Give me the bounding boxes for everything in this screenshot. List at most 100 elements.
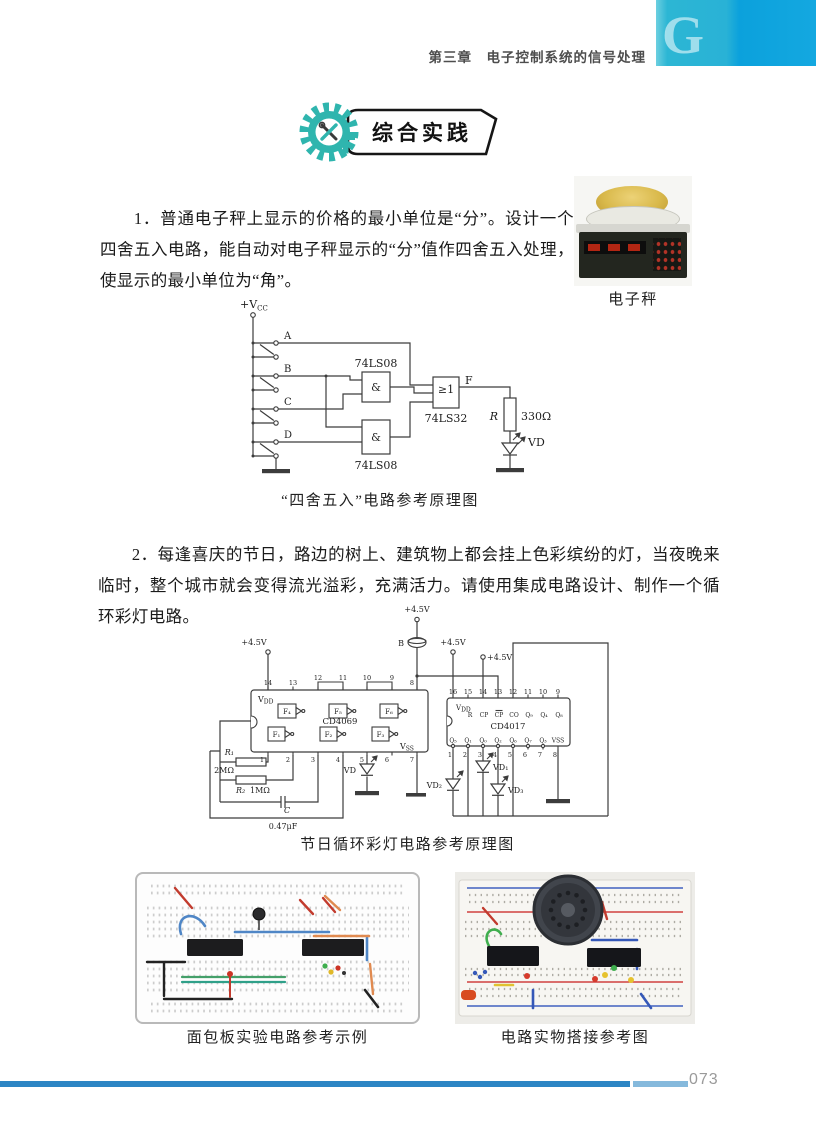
switch-label: B (284, 364, 291, 375)
pin-number: 10 (363, 674, 371, 682)
component-red (461, 990, 476, 1000)
ic-chip-left (187, 939, 243, 956)
jumper-wires (145, 886, 380, 1009)
circuit-photo-drawing (458, 874, 692, 1017)
speaker (532, 874, 604, 946)
switch-a (251, 340, 279, 360)
pin-label: Q₁ (464, 738, 471, 745)
pin-number: 15 (464, 688, 472, 696)
ic2-name: CD4017 (491, 722, 526, 732)
and1-symbol: & (371, 381, 381, 394)
circuit-photo-caption: 电路实物搭接参考图 (500, 1030, 650, 1046)
capacitor-component (252, 907, 266, 930)
switch-label: C (284, 397, 292, 408)
r1-value: 2MΩ (214, 766, 234, 775)
led-label: VD₁ (492, 763, 508, 772)
pin-number: 2 (463, 751, 467, 759)
switch-c (251, 406, 279, 426)
supply-label: +4.5V (440, 638, 465, 647)
ic-chip-left (487, 946, 539, 966)
pin-label: R (468, 712, 473, 719)
inverter-label: F₅ (334, 708, 342, 716)
led-vd-main (358, 755, 378, 776)
inverter-label: F₁ (273, 731, 281, 739)
pin-number: 9 (390, 674, 394, 682)
ic-notch (446, 715, 453, 727)
display-digit (608, 244, 620, 251)
page-number: 073 (689, 1071, 719, 1088)
led-chaser-schematic: +4.5V +4.5V +4.5V +4.5V B VDD VSS CD4069… (209, 605, 609, 831)
pin-number: 3 (478, 751, 482, 759)
and-gate-1 (361, 371, 391, 403)
badge-label: 综合实践 (372, 121, 472, 145)
breadboard-illustration-caption: 面包板实验电路参考示例 (186, 1030, 369, 1046)
supply-label: +4.5V (241, 638, 266, 647)
led-label: VD₂ (426, 781, 442, 790)
led-vd1 (474, 752, 494, 773)
pin-number: 12 (314, 674, 322, 682)
problem-2-text: 2．每逢喜庆的节日，路边的树上、建筑物上都会挂上色彩缤纷的灯，当夜晚来临时，整个… (98, 539, 720, 632)
switch-label: D (284, 430, 292, 441)
r1-name: R₁ (224, 748, 234, 757)
gear-tools-icon (299, 102, 359, 162)
scale-body (579, 232, 687, 278)
buzzer-label: B (398, 639, 404, 648)
pin-number: 14 (264, 679, 272, 687)
pin-label: Q₅ (449, 738, 457, 745)
scale-keypad (653, 238, 681, 271)
pin-number: 4 (336, 756, 340, 764)
circuit1-wires (250, 312, 511, 474)
inverter-label: F₂ (325, 731, 333, 739)
resistor-r2 (235, 775, 267, 785)
pin-label: CP (480, 712, 489, 719)
and1-chip-label: 74LS08 (355, 357, 398, 370)
or-chip-label: 74LS32 (425, 412, 468, 425)
pin-number: 6 (385, 756, 389, 764)
pin-number: 11 (339, 674, 347, 682)
inverter-label: F₃ (377, 731, 385, 739)
ic1-inverters (267, 703, 408, 742)
pin-label: Q₄ (540, 712, 548, 719)
scale-photo-caption: 电子秤 (608, 292, 658, 308)
breadboard-holes (465, 893, 685, 998)
switch-label: A (283, 331, 292, 342)
inverter-label: F₄ (283, 708, 291, 716)
pin-number: 13 (494, 688, 502, 696)
and2-symbol: & (371, 431, 381, 444)
screwdriver-icon (320, 123, 338, 141)
ground-symbol (355, 791, 379, 796)
pin-number: 11 (524, 688, 532, 696)
pin-number: 13 (289, 679, 297, 687)
ic1-name: CD4069 (323, 717, 358, 727)
pin-number: 5 (360, 756, 364, 764)
cap-value: 0.47μF (269, 822, 298, 831)
pin-label: Q₂ (494, 738, 502, 745)
circuit-photo (455, 872, 695, 1024)
scale-display (584, 241, 646, 254)
pin-number: 7 (538, 751, 542, 759)
resistor-name: R (489, 410, 498, 423)
pin-number: 4 (493, 751, 497, 759)
led-vd2 (444, 770, 464, 791)
display-digit (628, 244, 640, 251)
pin-number: 6 (523, 751, 527, 759)
switch-d (251, 439, 279, 459)
resistor-body (503, 397, 517, 432)
ic1-vss: VSS (399, 742, 414, 753)
pin-number: 1 (448, 751, 452, 759)
output-f-label: F (465, 374, 473, 387)
pin-label: Q₃ (539, 738, 547, 745)
pin-label: Q₉ (525, 712, 533, 719)
ic2-vdd: VDD (455, 704, 471, 714)
pin-number: 16 (449, 688, 457, 696)
pin-number: 8 (410, 679, 414, 687)
vcc-label: +VCC (240, 298, 268, 313)
led-label: VD₃ (507, 786, 523, 795)
corner-logo-letter: G (662, 5, 705, 65)
supply-label: +4.5V (404, 605, 429, 614)
or-symbol: ≥1 (438, 383, 454, 396)
pin-label: CP (495, 712, 504, 719)
circuit2-caption: 节日循环彩灯电路参考原理图 (300, 837, 515, 853)
pin-number: 14 (479, 688, 487, 696)
problem-2-body: 每逢喜庆的节日，路边的树上、建筑物上都会挂上色彩缤纷的灯，当夜晚来临时，整个城市… (98, 544, 720, 626)
